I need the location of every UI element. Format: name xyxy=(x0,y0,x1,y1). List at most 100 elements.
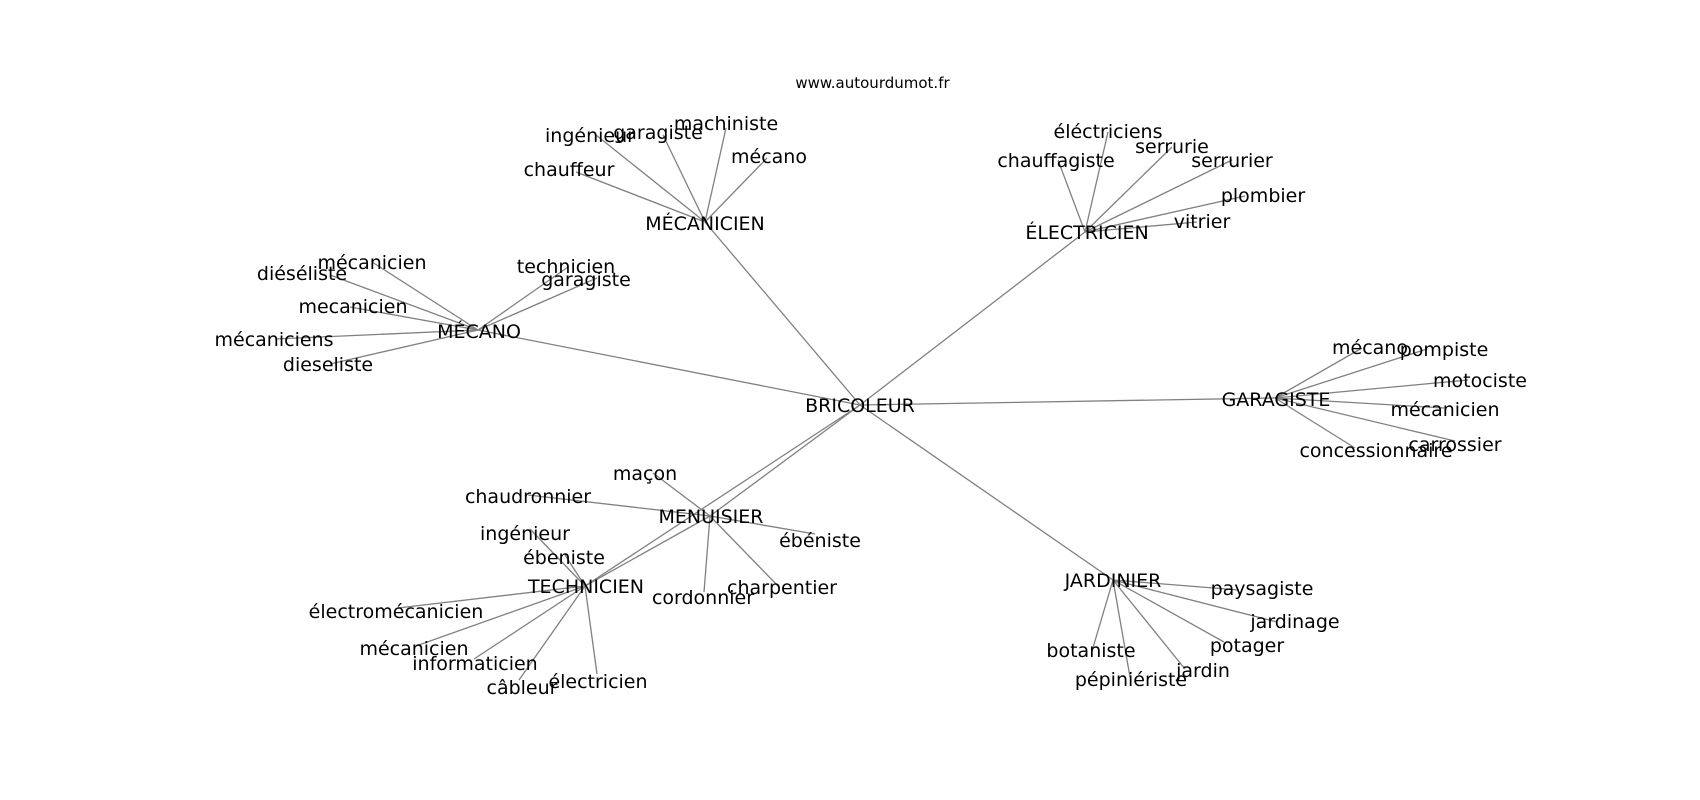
edge-mecanicien-child xyxy=(662,134,706,223)
leaf-node-label[interactable]: éléctriciens xyxy=(1054,121,1163,143)
edge-jardinier-child xyxy=(1112,579,1278,623)
leaf-node-label[interactable]: câbleur xyxy=(487,677,558,699)
edge-electricien-child xyxy=(1084,221,1198,233)
leaf-node-label[interactable]: machiniste xyxy=(674,113,778,135)
edge-jardinier-child xyxy=(1112,579,1225,643)
edge-jardinier-child xyxy=(1112,579,1131,678)
hub-node-garagiste[interactable]: GARAGISTE xyxy=(1222,389,1331,411)
leaf-node-label[interactable]: charpentier xyxy=(727,577,837,599)
edge-electricien-child xyxy=(1057,159,1086,233)
leaf-node-label[interactable]: plombier xyxy=(1221,185,1306,207)
leaf-node-label[interactable]: ingénieur xyxy=(480,523,570,545)
edge-electricien-child xyxy=(1084,195,1246,233)
edge-root-mecano xyxy=(477,329,861,406)
leaf-node-label[interactable]: diéséliste xyxy=(257,263,347,285)
edge-mecanicien-child xyxy=(575,171,706,223)
edge-root-electricien xyxy=(859,231,1086,406)
leaf-node-label[interactable]: jardin xyxy=(1175,660,1230,682)
edge-menuisier-child xyxy=(709,515,780,588)
leaf-node-label[interactable]: dieseliste xyxy=(283,354,373,376)
leaf-node-label[interactable]: chaudronnier xyxy=(465,486,591,508)
leaf-node-label[interactable]: carrossier xyxy=(1408,434,1501,456)
leaf-node-label[interactable]: potager xyxy=(1210,635,1285,657)
edge-mecano-child xyxy=(274,329,479,340)
leaf-node-label[interactable]: pompiste xyxy=(1400,339,1489,361)
leaf-node-label[interactable]: vitrier xyxy=(1174,211,1231,233)
edge-technicien-child xyxy=(518,585,586,681)
edge-mecano-child xyxy=(477,266,569,331)
edge-electricien-child xyxy=(1084,131,1109,233)
edge-root-technicien xyxy=(584,404,861,587)
edge-technicien-child xyxy=(415,585,586,647)
edge-mecanicien-child xyxy=(704,157,768,223)
edge-mecanicien-child xyxy=(595,134,706,223)
root-node-label[interactable]: BRICOLEUR xyxy=(805,395,915,417)
leaf-node-label[interactable]: chauffeur xyxy=(524,159,615,181)
hub-node-mecanicien[interactable]: MÉCANICIEN xyxy=(645,212,765,235)
edge-jardinier-child xyxy=(1112,579,1240,591)
edge-technicien-child xyxy=(584,585,598,675)
watermark-text: www.autourdumot.fr xyxy=(795,74,950,92)
leaf-node-label[interactable]: maçon xyxy=(613,463,677,485)
hub-node-mecano[interactable]: MÉCANO xyxy=(437,320,521,343)
edge-menuisier-child xyxy=(703,515,711,593)
edge-menuisier-technicien xyxy=(584,515,711,587)
edge-mecano-child xyxy=(477,277,598,331)
leaf-node-label[interactable]: jardinage xyxy=(1249,611,1339,633)
hub-node-electricien[interactable]: ÉLECTRICIEN xyxy=(1025,221,1148,244)
edge-root-menuisier xyxy=(709,404,861,517)
hub-node-technicien[interactable]: TECHNICIEN xyxy=(527,576,644,598)
leaf-node-label[interactable]: serrurie xyxy=(1135,136,1209,158)
leaf-node-label[interactable]: garagiste xyxy=(613,122,703,144)
hub-node-jardinier[interactable]: JARDINIER xyxy=(1064,570,1162,592)
leaf-node-label[interactable]: mécano xyxy=(1332,337,1408,359)
edge-jardinier-child xyxy=(1112,579,1186,670)
hub-node-menuisier[interactable]: MENUISIER xyxy=(659,506,764,528)
edge-mecano-child xyxy=(329,329,479,365)
edge-menuisier-child xyxy=(652,472,711,517)
leaf-node-label[interactable]: motociste xyxy=(1433,370,1527,392)
edge-garagiste-child xyxy=(1274,397,1356,449)
leaf-node-label[interactable]: mécano xyxy=(731,146,807,168)
leaf-node-label[interactable]: mécaniciens xyxy=(215,329,334,351)
graph-edges xyxy=(274,127,1469,681)
edge-electricien-child xyxy=(1084,146,1173,233)
edge-technicien-child xyxy=(473,585,586,660)
leaf-node-label[interactable]: botaniste xyxy=(1046,640,1135,662)
leaf-node-label[interactable]: garagiste xyxy=(541,269,631,291)
edge-garagiste-child xyxy=(1274,348,1428,399)
leaf-node-label[interactable]: paysagiste xyxy=(1211,578,1314,600)
leaf-node-label[interactable]: concessionnaire xyxy=(1299,440,1452,462)
leaf-node-label[interactable]: mécanicien xyxy=(1390,399,1499,421)
leaf-node-label[interactable]: cordonnier xyxy=(652,587,754,609)
leaf-node-label[interactable]: électricien xyxy=(548,671,647,693)
leaf-node-label[interactable]: mécanicien xyxy=(317,252,426,274)
leaf-node-label[interactable]: informaticien xyxy=(412,653,537,675)
leaf-node-label[interactable]: ingénieur xyxy=(545,125,635,147)
leaf-node-label[interactable]: serrurier xyxy=(1191,150,1273,172)
edge-jardinier-child xyxy=(1091,579,1114,652)
edge-technicien-child xyxy=(529,528,586,587)
leaf-node-label[interactable]: pépiniériste xyxy=(1075,669,1187,691)
leaf-node-label[interactable]: chauffagiste xyxy=(997,150,1114,172)
edge-mecano-child xyxy=(371,261,479,331)
edge-technicien-child xyxy=(564,554,586,587)
leaf-node-label[interactable]: mecanicien xyxy=(298,296,407,318)
edge-root-garagiste xyxy=(859,397,1276,406)
edge-menuisier-child xyxy=(527,494,711,517)
edge-root-mecanicien xyxy=(704,221,861,406)
edge-root-jardinier xyxy=(859,404,1114,581)
graph-labels: BRICOLEUR MÉCANICIENingénieurgaragistema… xyxy=(215,113,1527,699)
leaf-node-label[interactable]: ébeniste xyxy=(523,547,605,569)
leaf-node-label[interactable]: électromécanicien xyxy=(309,601,484,623)
leaf-node-label[interactable]: ébéniste xyxy=(779,530,861,552)
leaf-node-label[interactable]: technicien xyxy=(517,256,615,278)
edge-menuisier-child xyxy=(709,515,816,535)
edge-garagiste-child xyxy=(1274,397,1456,442)
edge-mecano-child xyxy=(349,306,479,331)
edge-mecanicien-child xyxy=(704,127,727,223)
edge-electricien-child xyxy=(1084,159,1233,233)
leaf-node-label[interactable]: mécanicien xyxy=(359,638,468,660)
edge-garagiste-child xyxy=(1274,347,1363,399)
